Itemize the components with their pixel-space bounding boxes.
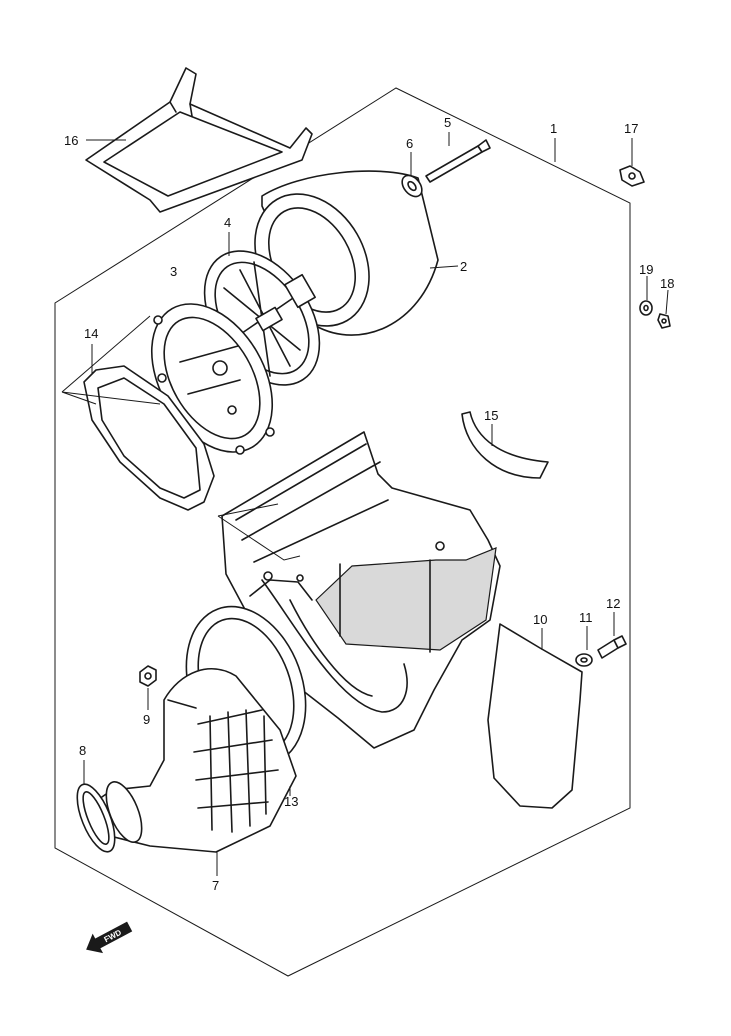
fwd-arrow-icon: FWD xyxy=(86,921,133,954)
callout-5: 5 xyxy=(444,115,451,130)
part-nut xyxy=(139,665,157,687)
part-hose-clamp xyxy=(76,781,143,853)
callout-17: 17 xyxy=(624,121,638,136)
callout-1: 1 xyxy=(550,121,557,136)
part-washer-6 xyxy=(401,174,423,198)
callout-7: 7 xyxy=(212,878,219,893)
callout-6: 6 xyxy=(406,136,413,151)
part-gasket xyxy=(83,365,215,511)
callout-9: 9 xyxy=(143,712,150,727)
part-seal-strip xyxy=(461,411,549,479)
assembly-frame xyxy=(54,87,631,977)
callout-3: 3 xyxy=(170,264,177,279)
callout-4: 4 xyxy=(224,215,231,230)
part-washer-11 xyxy=(575,653,593,667)
part-air-box-cover xyxy=(85,67,313,213)
callout-10: 10 xyxy=(533,612,547,627)
callout-19: 19 xyxy=(639,262,653,277)
callout-16: 16 xyxy=(64,133,78,148)
callout-labels: 1 2 3 4 5 6 7 8 9 10 11 12 13 14 15 16 1… xyxy=(64,115,674,893)
part-bolt-18 xyxy=(657,313,671,329)
part-clip-nut xyxy=(619,165,645,187)
callout-8: 8 xyxy=(79,743,86,758)
callout-12: 12 xyxy=(606,596,620,611)
callout-14: 14 xyxy=(84,326,98,341)
callout-15: 15 xyxy=(484,408,498,423)
leader-lines xyxy=(61,132,669,876)
part-bolt-5 xyxy=(425,139,491,183)
callout-18: 18 xyxy=(660,276,674,291)
callout-2: 2 xyxy=(460,259,467,274)
part-side-guard xyxy=(487,623,583,809)
part-screw-12 xyxy=(597,635,627,659)
part-washer-19 xyxy=(639,300,653,316)
callout-11: 11 xyxy=(579,610,593,625)
callout-13: 13 xyxy=(284,794,298,809)
